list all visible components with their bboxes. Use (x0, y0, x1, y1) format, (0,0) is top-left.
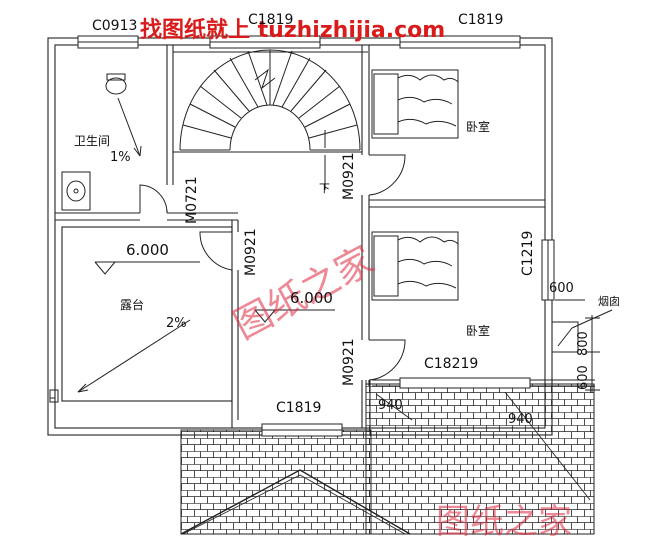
annotations (49, 261, 335, 403)
window-label-c1819-bottom: C1819 (276, 400, 322, 416)
window-label-c1819-top-mid: C1819 (248, 12, 294, 28)
doors (139, 154, 406, 381)
spiral-staircase (179, 49, 361, 190)
terrace-slope: 2% (166, 316, 187, 331)
watermark-bottom: 图纸之家 (436, 502, 572, 542)
room-label-terrace: 露台 (120, 298, 145, 312)
chimney-label: 烟囱 (598, 295, 620, 308)
dimension-940-left: 940 (378, 398, 403, 413)
dimension-800: 800 (576, 331, 591, 356)
terrace-elevation: 6.000 (126, 241, 169, 259)
dimension-600-side: 600 (576, 365, 591, 390)
dimension-600-top: 600 (549, 281, 574, 296)
window-label-c18219: C18219 (424, 356, 479, 372)
bathroom-fixtures (61, 73, 142, 211)
dimension-940-right: 940 (508, 412, 533, 427)
watermark-top: 找图纸就上 tuzhizhijia.com (140, 18, 446, 43)
door-label-m0921-left: M0921 (243, 228, 259, 276)
window-label-c0913: C0913 (92, 18, 138, 34)
door-label-m0721: M0721 (184, 176, 200, 224)
room-label-bathroom: 卫生间 (74, 134, 111, 148)
windows (77, 35, 555, 437)
hall-elevation: 6.000 (290, 289, 333, 307)
outer-walls (47, 37, 553, 436)
interior-walls (55, 45, 545, 428)
roof-tiles (180, 379, 595, 535)
window-label-c1219: C1219 (520, 230, 536, 276)
bathroom-slope: 1% (110, 150, 131, 165)
window-label-c1819-top-right: C1819 (458, 12, 504, 28)
stair-down-label: 下 (319, 182, 330, 195)
door-label-m0921-upper: M0921 (341, 152, 357, 200)
door-label-m0921-lower: M0921 (341, 338, 357, 386)
chimney (551, 299, 613, 393)
room-label-bedroom-lower: 卧室 (466, 324, 491, 338)
beds (371, 69, 459, 301)
room-label-bedroom-upper: 卧室 (466, 120, 491, 134)
